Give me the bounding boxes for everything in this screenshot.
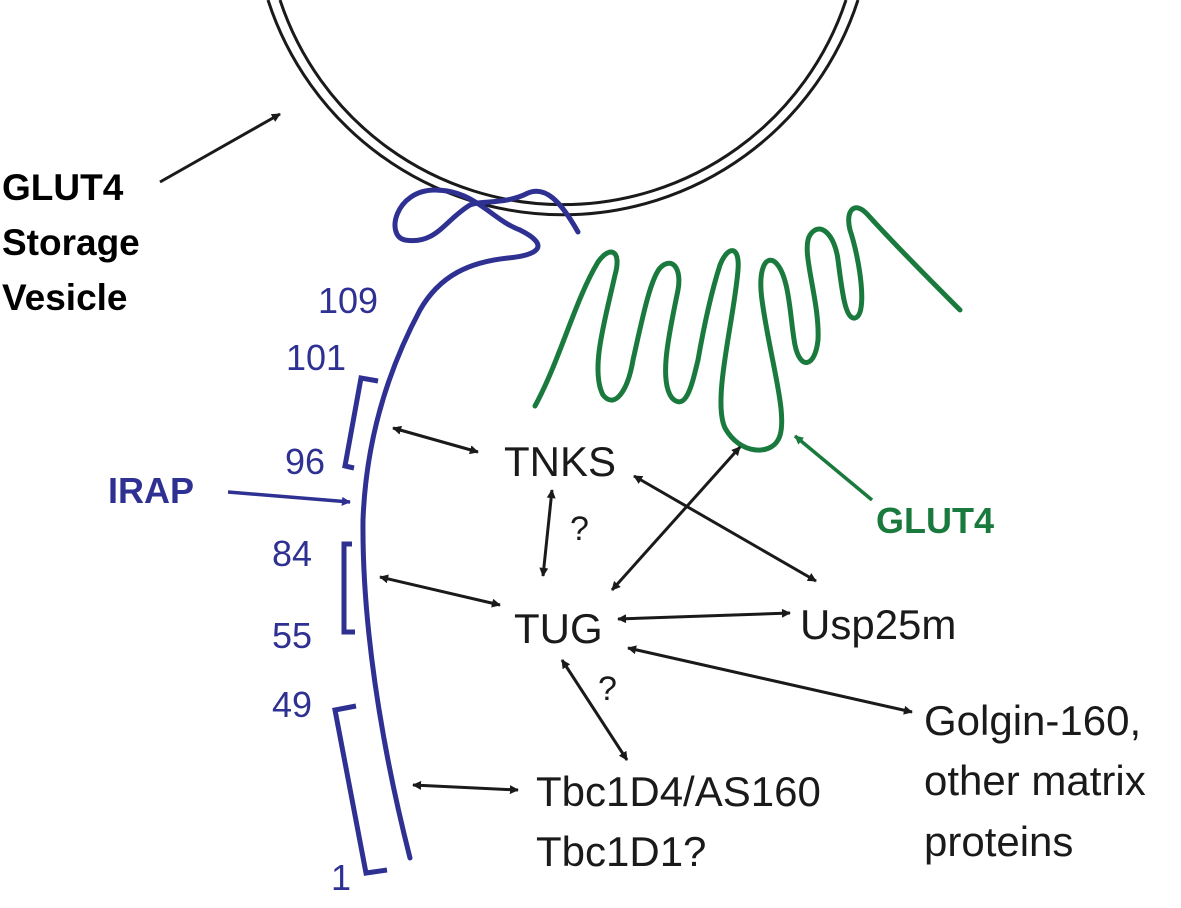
residue-55: 55 xyxy=(272,615,312,656)
residue-49: 49 xyxy=(272,684,312,725)
vesicle-pointer-arrow xyxy=(159,112,281,184)
vesicle-label-line-2: Storage xyxy=(2,222,140,263)
irap-pointer-arrow xyxy=(227,490,351,506)
node-golgin-line-3: proteins xyxy=(924,818,1073,865)
residue-96: 96 xyxy=(285,441,325,482)
arrow-tnks-usp25m xyxy=(633,474,817,583)
node-tug: TUG xyxy=(514,605,603,652)
arrow-irap-tnks xyxy=(392,425,479,455)
glut4-strand xyxy=(532,205,963,453)
residue-84: 84 xyxy=(272,533,312,574)
bracket-1-49 xyxy=(332,703,388,876)
residue-109: 109 xyxy=(318,280,378,321)
arrow-glut4-tug xyxy=(610,445,742,592)
vesicle-membrane xyxy=(266,0,860,217)
vesicle-label-line-3: Vesicle xyxy=(2,277,128,318)
bracket-96-101 xyxy=(342,375,379,471)
node-tbc1d4: Tbc1D4/AS160 xyxy=(536,768,821,815)
residue-101: 101 xyxy=(286,337,346,378)
arrow-tnks-tug xyxy=(539,489,556,577)
bracket-55-84 xyxy=(341,541,355,635)
arrow-irap-tug xyxy=(379,574,501,608)
irap-brackets xyxy=(332,375,388,876)
question-mark-tnks-tug: ? xyxy=(570,510,589,548)
node-tnks: TNKS xyxy=(504,438,616,485)
glut4-pointer-arrow xyxy=(793,434,874,502)
arrow-tug-golgin xyxy=(627,645,913,715)
arrow-tug-usp25m xyxy=(617,608,791,624)
residue-1: 1 xyxy=(331,857,351,898)
interaction-arrows xyxy=(379,425,913,795)
arrow-irap-tbc1d4 xyxy=(412,780,519,795)
node-golgin-line-1: Golgin-160, xyxy=(924,697,1141,744)
arrow-tug-tbc1d4 xyxy=(560,659,629,761)
node-golgin-line-2: other matrix xyxy=(924,757,1146,804)
irap-label: IRAP xyxy=(108,470,194,511)
node-usp25m: Usp25m xyxy=(800,601,956,648)
node-tbc1d1: Tbc1D1? xyxy=(536,828,706,875)
glut4-label: GLUT4 xyxy=(876,500,994,541)
irap-strand xyxy=(360,187,581,861)
vesicle-label-line-1: GLUT4 xyxy=(2,167,124,208)
question-mark-tug-tbc1d4: ? xyxy=(598,670,617,708)
